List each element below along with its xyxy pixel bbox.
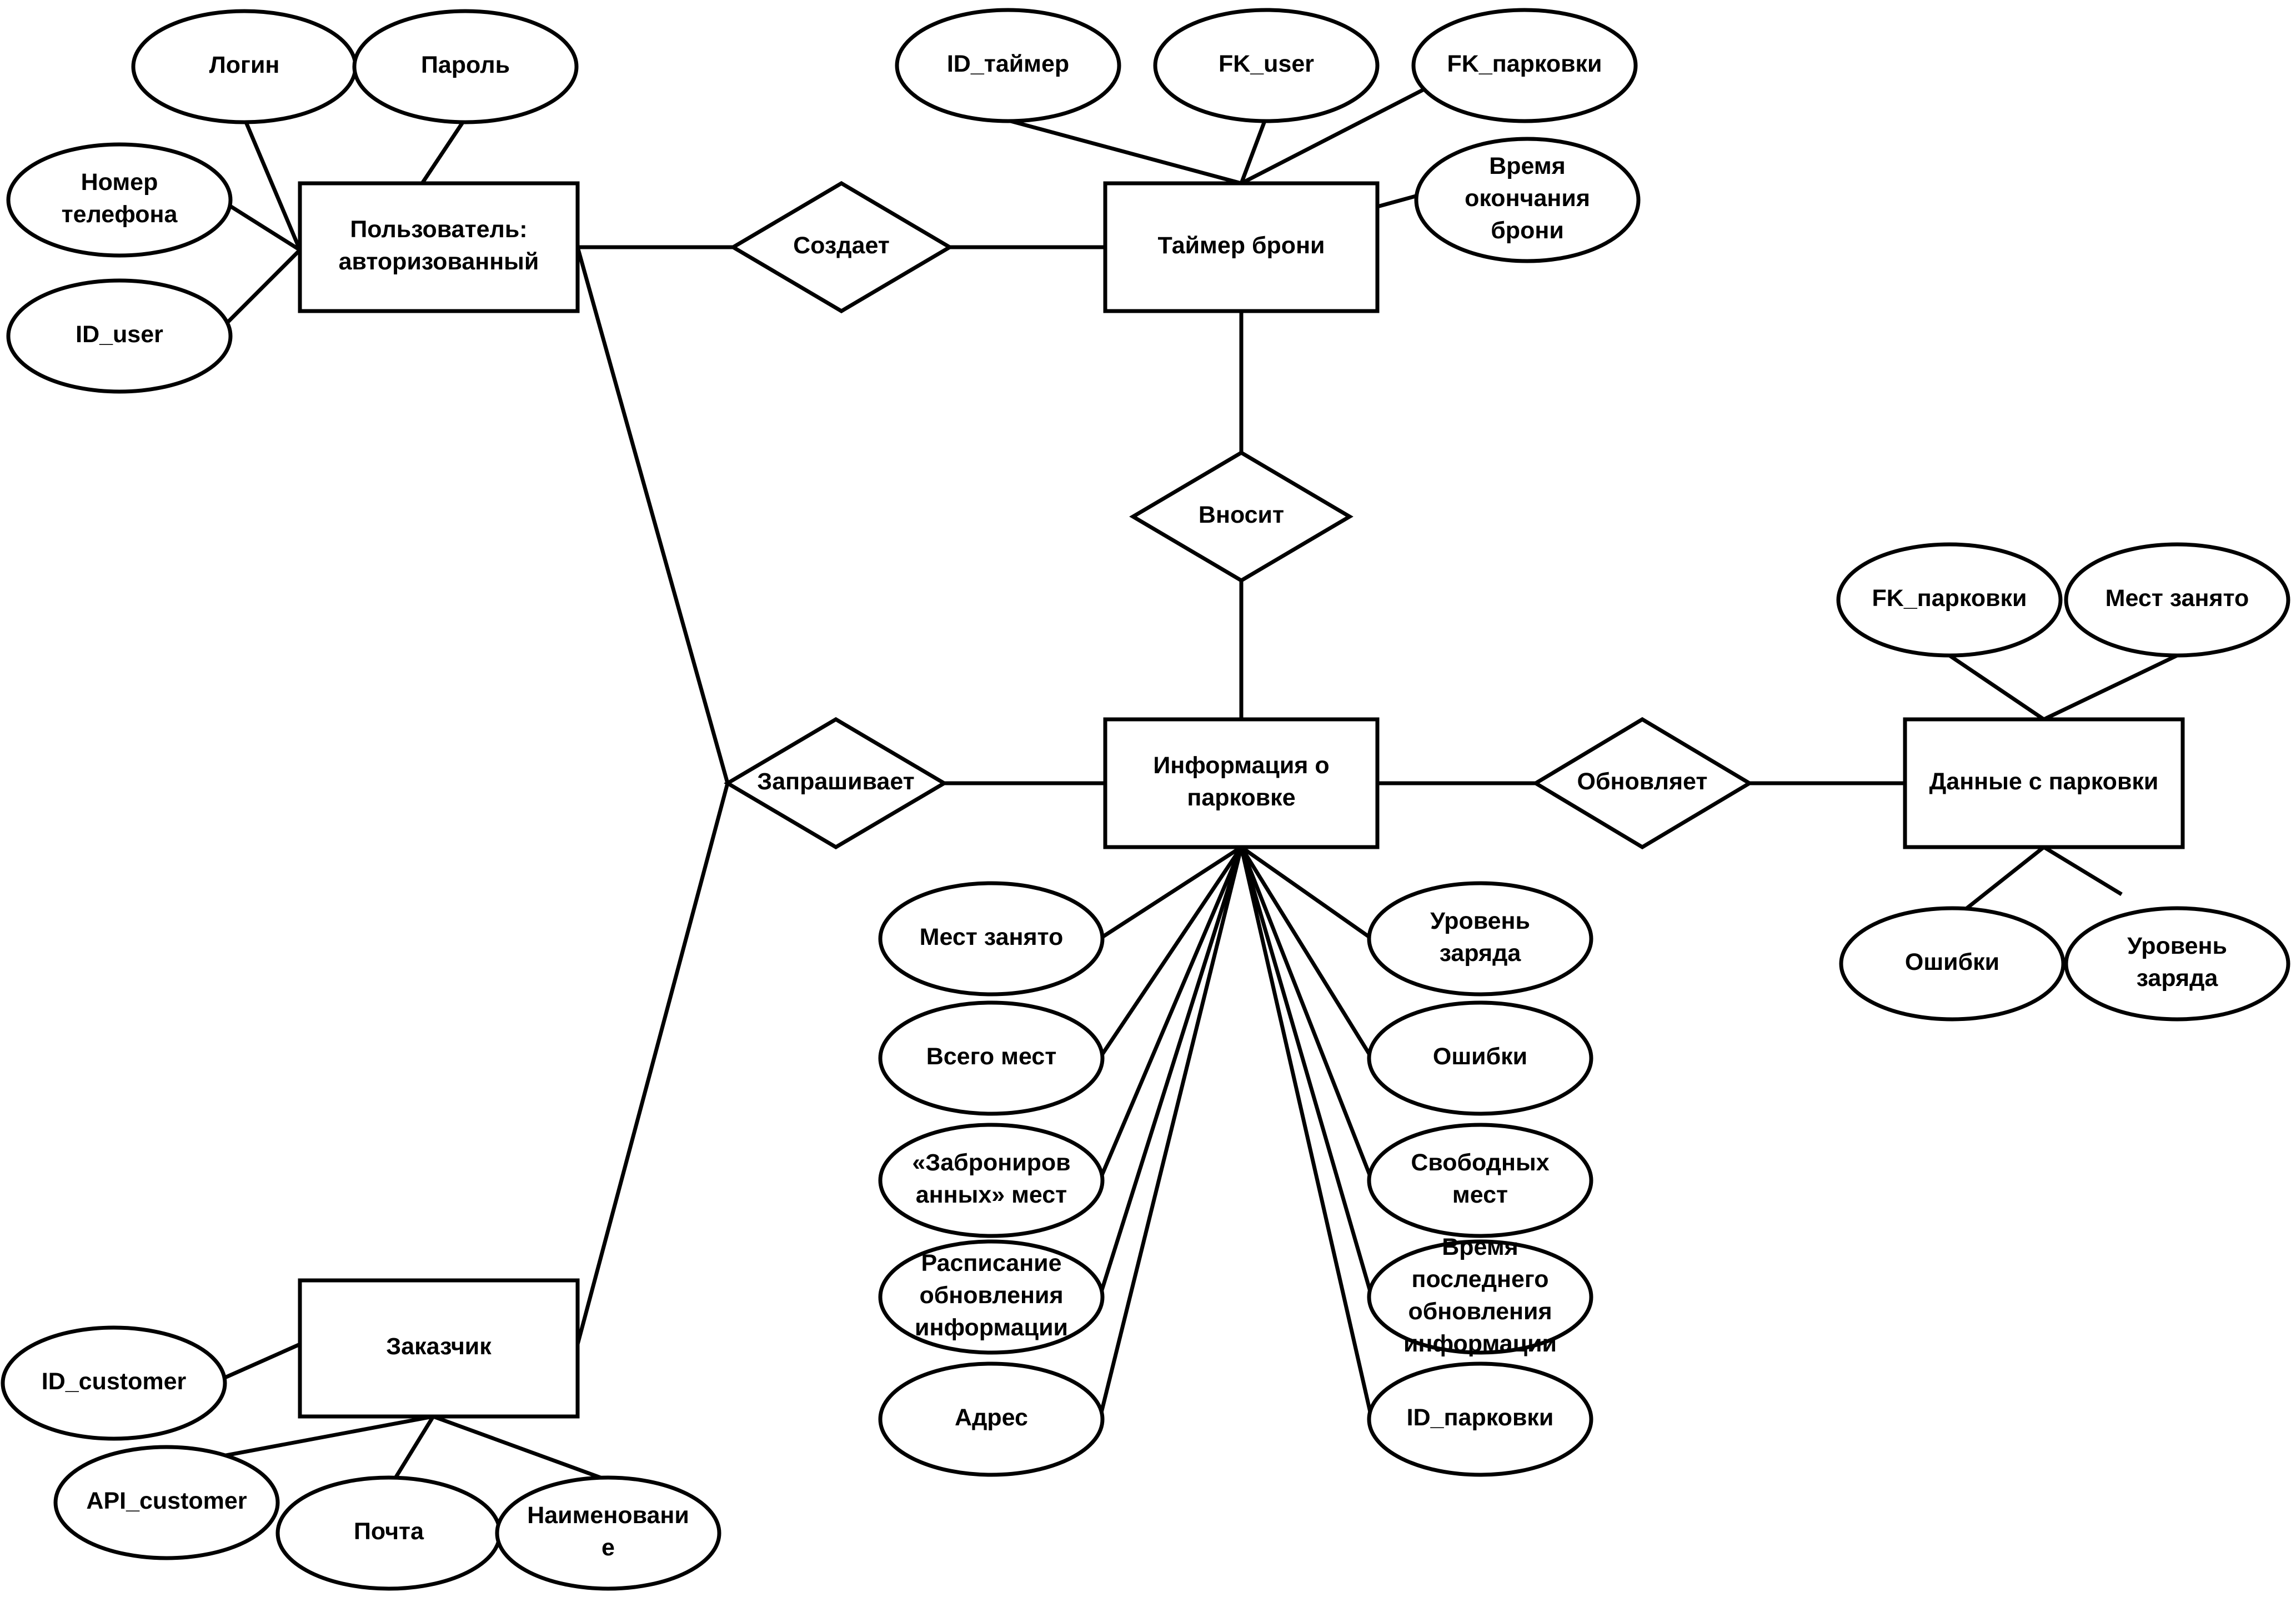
attr-timer-fkparking-label: FK_парковки	[1447, 51, 1602, 77]
attr-pd-errors-label: Ошибки	[1905, 949, 1999, 975]
edge-info-lastupdate	[1239, 847, 1374, 1298]
edge-timer-id	[994, 114, 1242, 186]
edge-info-occupied	[1099, 845, 1242, 940]
attr-pd-occupied-label: Мест занято	[2105, 585, 2249, 612]
edge-data-occupied	[2043, 653, 2178, 722]
attr-pi-total: Всего мест	[878, 1000, 1105, 1116]
attr-user-password-label: Пароль	[421, 52, 510, 78]
entity-parking-data-label: Данные с парковки	[1929, 768, 2159, 795]
relationship-creates-label: Создает	[793, 232, 890, 259]
edge-info-free	[1239, 846, 1374, 1182]
attr-cust-api-label: API_customer	[86, 1488, 247, 1514]
entity-customer: Заказчик	[298, 1278, 580, 1419]
attr-cust-api: API_customer	[53, 1445, 280, 1560]
attr-pi-errors: Ошибки	[1367, 1000, 1593, 1116]
entity-user-label: Пользователь:авторизованный	[339, 216, 539, 275]
edge-cust-id	[224, 1342, 301, 1380]
edge-user-requests	[575, 247, 730, 784]
relationship-enters: Вносит	[1129, 450, 1353, 583]
relationship-updates-label: Обновляет	[1577, 768, 1708, 795]
edge-user-login	[242, 117, 302, 251]
edge-cust-name	[432, 1414, 609, 1483]
attr-pi-errors-label: Ошибки	[1433, 1043, 1527, 1070]
attr-pi-total-label: Всего мест	[926, 1043, 1057, 1070]
edge-info-total	[1098, 846, 1243, 1059]
relationship-creates: Создает	[729, 181, 954, 314]
edge-cust-api	[210, 1414, 434, 1460]
entity-timer: Таймер брони	[1103, 181, 1380, 313]
attr-timer-fkuser-label: FK_user	[1219, 51, 1314, 77]
attr-user-login: Логин	[131, 9, 358, 124]
edge-data-charge	[2043, 845, 2123, 896]
entity-parking-data: Данные с парковки	[1903, 717, 2185, 849]
attr-pd-occupied: Мест занято	[2064, 542, 2290, 658]
attr-pi-address-label: Адрес	[955, 1404, 1028, 1431]
attr-cust-mail-label: Почта	[354, 1518, 424, 1545]
edge-info-errors	[1240, 846, 1373, 1059]
attr-user-id: ID_user	[6, 278, 233, 394]
attr-cust-id: ID_customer	[1, 1325, 227, 1441]
edge-info-address	[1097, 847, 1244, 1420]
edge-timer-endtime	[1377, 192, 1422, 209]
attr-pi-id: ID_парковки	[1367, 1361, 1593, 1477]
attr-pi-occupied-label: Мест занято	[920, 924, 1064, 950]
attr-timer-id-label: ID_таймер	[947, 51, 1069, 77]
edge-timer-fkparking	[1240, 81, 1437, 186]
attr-user-password: Пароль	[352, 9, 579, 124]
edge-timer-fkuser	[1239, 116, 1269, 184]
edge-info-reserved	[1097, 846, 1244, 1182]
edge-data-fkparking	[1948, 654, 2045, 721]
attr-cust-mail: Почта	[275, 1475, 502, 1591]
edge-info-charge	[1240, 845, 1373, 940]
relationship-enters-label: Вносит	[1199, 502, 1284, 528]
relationship-requests-label: Запрашивает	[757, 768, 914, 795]
edge-data-errors	[1962, 845, 2046, 913]
attr-pi-address: Адрес	[878, 1361, 1105, 1477]
edge-user-password	[420, 117, 467, 184]
attr-pi-occupied: Мест занято	[878, 881, 1105, 997]
edge-user-phone	[224, 201, 301, 252]
attr-timer-fkuser: FK_user	[1153, 8, 1380, 123]
attr-timer-fkparking: FK_парковки	[1411, 8, 1638, 123]
attr-pd-fkparking-label: FK_парковки	[1872, 585, 2027, 612]
attr-pd-fkparking: FK_парковки	[1836, 542, 2063, 658]
attr-cust-id-label: ID_customer	[42, 1368, 187, 1395]
edge-info-schedule	[1097, 846, 1244, 1298]
attr-pi-id-label: ID_парковки	[1407, 1404, 1554, 1431]
connector-lines	[210, 81, 2178, 1490]
attr-user-login-label: Логин	[209, 52, 280, 78]
attr-user-id-label: ID_user	[76, 321, 163, 348]
attr-timer-id: ID_таймер	[895, 8, 1121, 123]
edge-user-id	[223, 248, 302, 327]
edge-info-id	[1239, 847, 1374, 1420]
entity-timer-label: Таймер брони	[1158, 232, 1325, 259]
relationship-updates: Обновляет	[1532, 717, 1753, 850]
relationship-requests: Запрашивает	[724, 717, 948, 850]
attr-pd-errors: Ошибки	[1839, 906, 2066, 1022]
edge-customer-requests	[575, 783, 730, 1345]
entity-customer-label: Заказчик	[386, 1333, 492, 1360]
entity-user: Пользователь:авторизованный	[298, 181, 580, 313]
